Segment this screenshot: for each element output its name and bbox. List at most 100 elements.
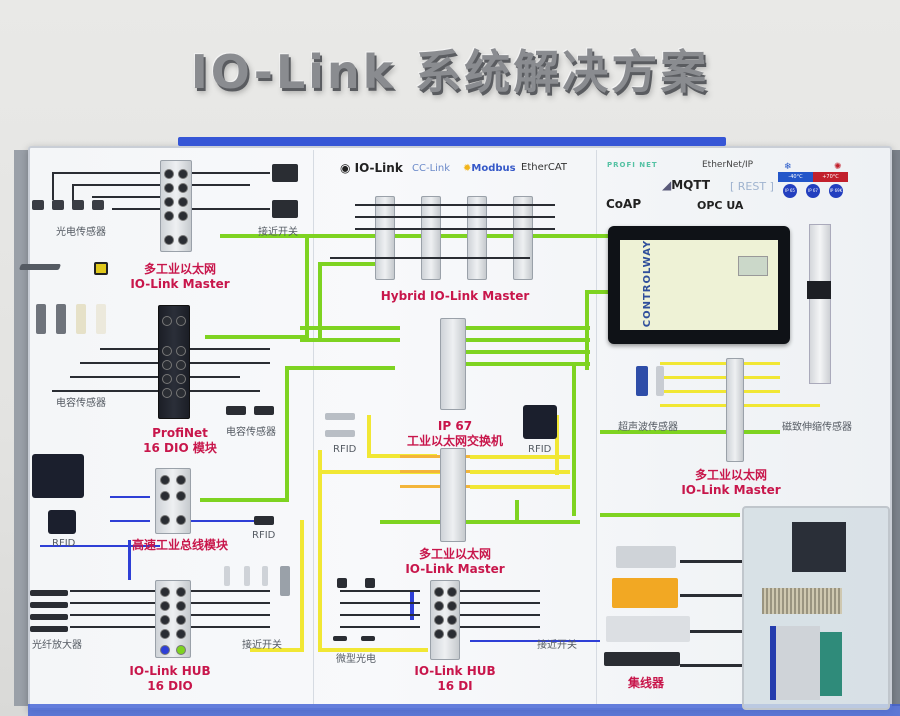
yellow-cable	[555, 415, 559, 475]
proximity-switch	[262, 566, 268, 586]
bus-cable	[128, 540, 131, 580]
iolink-hub-dio-module	[155, 580, 191, 658]
sensor-cable	[340, 626, 420, 628]
label-rfid-left: RFID	[52, 538, 76, 549]
hmi-display-widget	[738, 256, 768, 276]
m12-port	[178, 235, 188, 245]
m12-port	[447, 601, 457, 611]
label-rfid-switch-left: RFID	[333, 444, 357, 455]
photoelectric-sensor	[92, 200, 104, 210]
m12-port	[178, 183, 188, 193]
hybrid-iolink-master-module	[467, 196, 487, 280]
ethernet-cable	[300, 326, 400, 330]
sensor-cable	[355, 216, 555, 218]
fiber-amplifier	[30, 590, 68, 596]
hub-cable	[680, 630, 742, 633]
m12-port	[434, 587, 444, 597]
plc-unit	[792, 522, 846, 572]
section-label-hub-group: 集线器	[627, 676, 664, 690]
cclink-logo: CC-Link	[412, 163, 451, 174]
bus-cable	[190, 520, 260, 522]
reflector-plate	[18, 264, 62, 270]
m12-port	[178, 211, 188, 221]
micro-photoelectric-sensor	[333, 636, 347, 641]
hub-device	[604, 652, 680, 666]
bus-cable	[110, 496, 150, 498]
panel-divider	[596, 150, 597, 704]
label-proximity-top: 接近开关	[258, 227, 298, 238]
m12-port	[160, 645, 170, 655]
label-magnetostrictive: 磁致伸缩传感器	[782, 422, 852, 433]
hmi-screen[interactable]: CONTROLWAY	[620, 240, 778, 330]
bus-cable	[40, 545, 160, 547]
hybrid-iolink-master-module	[513, 196, 533, 280]
m12-port	[164, 169, 174, 179]
iolink-master-module	[726, 358, 744, 462]
sensor-cable	[190, 208, 270, 210]
hub-cable	[680, 560, 742, 563]
m12-port	[164, 235, 174, 245]
hybrid-iolink-master-module	[375, 196, 395, 280]
ultrasonic-sensor	[636, 366, 648, 396]
rfid-reader	[254, 516, 274, 525]
m12-port	[164, 183, 174, 193]
rfid-reader	[48, 510, 76, 534]
hub-device	[606, 616, 690, 642]
m12-port	[160, 515, 170, 525]
ethernet-cable	[460, 326, 590, 330]
sensor-cable	[190, 602, 270, 604]
sensor-cable	[190, 362, 270, 364]
proximity-switch	[244, 566, 250, 586]
ethercat-logo: EtherCAT	[521, 162, 567, 173]
hmi-touch-panel[interactable]: CONTROLWAY	[608, 226, 790, 344]
bus-cable	[110, 520, 150, 522]
ethernet-cable	[460, 362, 590, 366]
m12-port	[160, 629, 170, 639]
sensor-cable	[190, 172, 270, 174]
fiber-amplifier	[30, 602, 68, 608]
capacitive-sensor	[36, 304, 46, 334]
m12-port	[160, 615, 170, 625]
bottom-mounting-rail	[28, 704, 900, 716]
section-label-fieldbus-module: 高速工业总线模块	[131, 538, 228, 552]
ethernet-cable	[380, 520, 580, 524]
yellow-cable	[318, 648, 428, 652]
sensor-cable	[190, 376, 240, 378]
sensor-cable	[460, 602, 540, 604]
proximity-switch	[280, 566, 290, 596]
sensor-cable	[340, 614, 420, 616]
magnetostrictive-sensor	[807, 224, 831, 384]
capacitive-sensor	[254, 406, 274, 415]
iolink-master-module	[440, 448, 466, 542]
ethernet-cable	[285, 366, 395, 370]
sensor-cable	[355, 204, 555, 206]
top-mounting-rail	[178, 137, 726, 146]
sensor-cable	[70, 626, 160, 628]
ethernet-cable	[305, 234, 309, 336]
yellow-cable	[660, 362, 780, 365]
ethernet-cable	[460, 350, 590, 354]
coap-logo: CoAP	[606, 197, 642, 211]
opc-ua-logo: OPC UA	[697, 199, 744, 212]
modbus-logo: ✹Modbus	[463, 163, 516, 174]
sensor-cable	[460, 590, 540, 592]
capacitive-sensor	[226, 406, 246, 415]
yellow-cable	[470, 455, 570, 459]
hub-cable	[680, 664, 742, 667]
section-label-multi-master-right: 多工业以太网 IO-Link Master	[681, 468, 781, 497]
sensor-cable	[355, 228, 555, 230]
sensor-cable	[460, 614, 540, 616]
m12-port	[176, 601, 186, 611]
m12-port	[176, 374, 186, 384]
sensor-cable	[190, 614, 270, 616]
rfid-reader	[523, 405, 557, 439]
wall-title: IO-Link 系统解决方案	[190, 45, 710, 99]
capacitive-sensor	[76, 304, 86, 334]
fiber-amplifier	[30, 626, 68, 632]
section-label-ip67-switch: IP 67 工业以太网交换机	[406, 419, 503, 448]
capacitive-sensor	[96, 304, 106, 334]
m12-port	[434, 601, 444, 611]
hub-cable	[680, 594, 742, 597]
ip67-switch-module	[440, 318, 466, 410]
photoelectric-sensor	[32, 200, 44, 210]
